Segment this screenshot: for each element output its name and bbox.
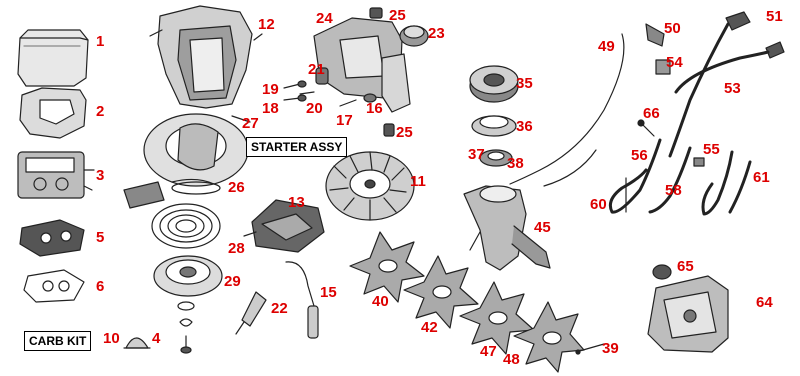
callout-53: 53	[724, 80, 741, 97]
callout-35: 35	[516, 75, 533, 92]
callout-1: 1	[96, 33, 105, 50]
bearing-parts	[479, 149, 513, 167]
callout-21: 21	[308, 61, 325, 78]
callout-6: 6	[96, 278, 105, 295]
ignition-coil-part	[243, 199, 325, 253]
spark-plug-part	[235, 291, 267, 335]
callout-22: 22	[271, 300, 288, 317]
callout-25a: 25	[389, 7, 406, 24]
tine-40-part	[349, 231, 425, 303]
callout-29: 29	[224, 273, 241, 290]
throttle-cable-part	[509, 33, 625, 187]
lower-handle-part	[608, 138, 692, 214]
callout-61: 61	[753, 169, 770, 186]
handle-grip-part	[725, 11, 785, 59]
bolt-66-part	[637, 119, 655, 137]
air-filter-element-part	[19, 87, 87, 139]
callout-18: 18	[262, 100, 279, 117]
callout-55: 55	[703, 141, 720, 158]
throttle-lever-part	[645, 23, 665, 47]
flywheel-part	[325, 151, 415, 221]
callout-39: 39	[602, 340, 619, 357]
starter-assy-label: STARTER ASSY	[246, 137, 348, 157]
callout-19: 19	[262, 81, 279, 98]
callout-47: 47	[480, 343, 497, 360]
callout-56: 56	[631, 147, 648, 164]
handlebar-part	[668, 22, 770, 158]
fuel-cap-part	[399, 25, 429, 47]
callout-48: 48	[503, 351, 520, 368]
callout-40: 40	[372, 293, 389, 310]
callout-36: 36	[516, 118, 533, 135]
fuel-tank-part	[313, 17, 411, 113]
callout-25b: 25	[396, 124, 413, 141]
carb-kit-label: CARB KIT	[24, 331, 92, 351]
callout-2: 2	[96, 103, 105, 120]
gasket-part	[23, 269, 85, 303]
gear-case-part	[463, 185, 551, 271]
muffler-cap-part	[652, 264, 672, 280]
callout-37: 37	[468, 146, 485, 163]
callout-65: 65	[677, 258, 694, 275]
callout-28: 28	[228, 240, 245, 257]
callout-66: 66	[643, 105, 660, 122]
callout-42: 42	[421, 319, 438, 336]
primer-bulb-part	[123, 337, 151, 349]
callout-54: 54	[666, 54, 683, 71]
right-handle-part	[693, 150, 752, 216]
callout-5: 5	[96, 229, 105, 246]
callout-49: 49	[598, 38, 615, 55]
callout-58: 58	[665, 182, 682, 199]
starter-pulley-part	[153, 255, 223, 297]
engine-cover-part	[149, 5, 263, 109]
callout-51: 51	[766, 8, 783, 25]
carburetor-part	[17, 151, 95, 199]
clutch-part	[471, 115, 517, 137]
spark-plug-wire-part	[285, 261, 319, 339]
callout-60: 60	[590, 196, 607, 213]
recoil-spring-part	[151, 203, 221, 249]
callout-45: 45	[534, 219, 551, 236]
clevis-pin-part	[575, 343, 605, 355]
callout-38: 38	[507, 155, 524, 172]
fuel-filter-part	[315, 67, 329, 85]
callout-15: 15	[320, 284, 337, 301]
callout-10: 10	[103, 330, 120, 347]
callout-27: 27	[242, 115, 259, 132]
tine-42-part	[403, 255, 479, 329]
bolt-parts	[283, 80, 377, 107]
tine-48-part	[513, 301, 585, 373]
clutch-drum-part	[469, 65, 519, 103]
callout-64: 64	[756, 294, 773, 311]
callout-20: 20	[306, 100, 323, 117]
callout-50: 50	[664, 20, 681, 37]
callout-12: 12	[258, 16, 275, 33]
gasket-plate-part	[19, 219, 85, 257]
starter-housing-part	[143, 113, 251, 187]
callout-3: 3	[96, 167, 105, 184]
tine-47-part	[459, 281, 535, 355]
starter-screw-parts	[177, 301, 195, 354]
callout-13: 13	[288, 194, 305, 211]
air-filter-cover-part	[17, 29, 89, 87]
starter-handle-part	[123, 178, 221, 209]
callout-17: 17	[336, 112, 353, 129]
callout-11: 11	[410, 173, 426, 190]
callout-26: 26	[228, 179, 245, 196]
callout-4: 4	[152, 330, 161, 347]
callout-23: 23	[428, 25, 445, 42]
muffler-part	[647, 275, 729, 353]
handle-bracket-part	[655, 59, 671, 75]
callout-16: 16	[366, 100, 383, 117]
grommet-part	[369, 7, 395, 137]
callout-24: 24	[316, 10, 333, 27]
